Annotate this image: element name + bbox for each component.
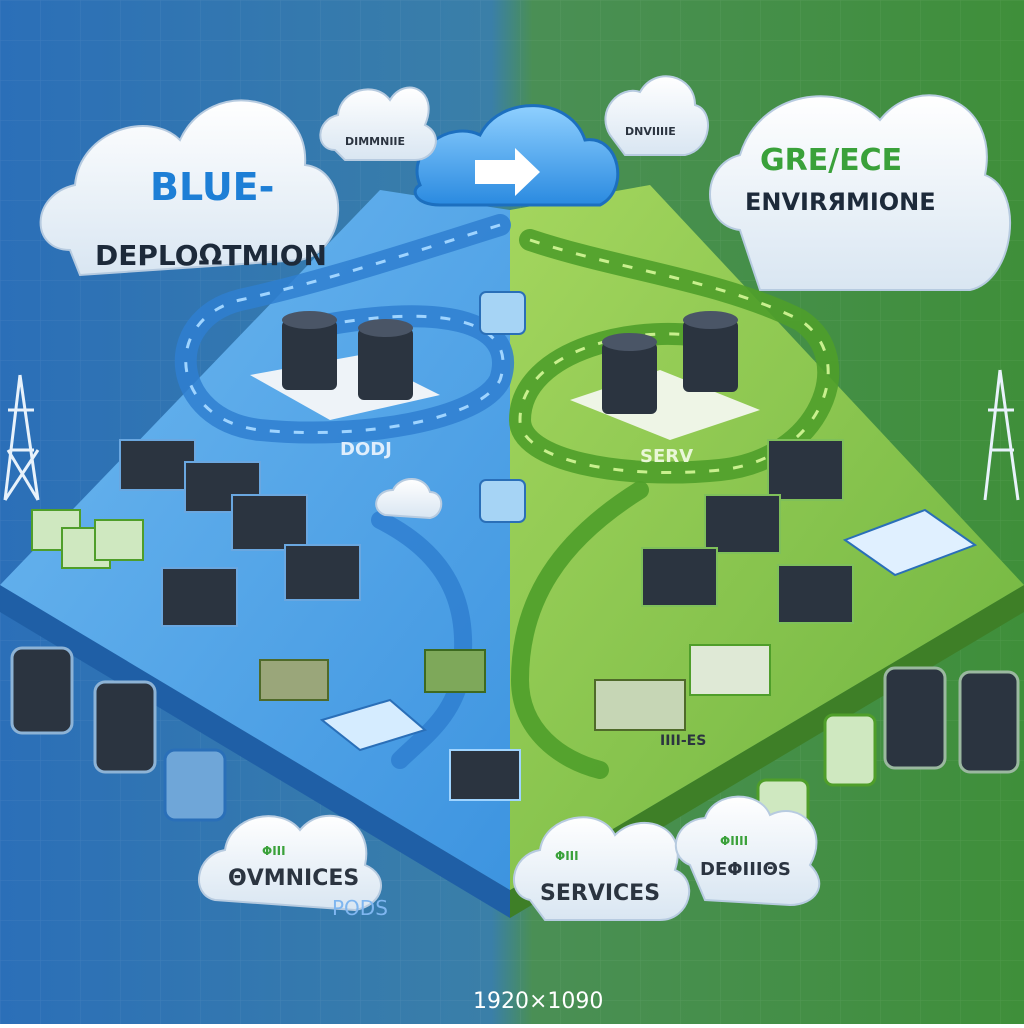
bottom-cloud-right-line1: ΦIIII [720,834,748,848]
switch-arrow-icon [475,148,540,196]
bottom-cloud-right-line2: DEΦIIIΘS [700,859,791,880]
database-icon [602,333,657,414]
green-pods [594,644,771,731]
blue-database-cluster [250,311,440,420]
bottom-cloud-right [674,795,821,907]
database-icon [358,319,413,400]
resolution-label: 1920×1090 [473,989,603,1014]
small-cloud-top-right-label: DNVIIIIE [625,125,676,138]
small-cloud-top-left-label: DIMMNIIE [345,135,405,148]
database-icon [683,311,738,392]
load-balancer-icon [449,749,521,801]
bottom-cloud-left-line2: ΘVMNICES [228,866,359,891]
database-icon [282,311,337,390]
pylon-icon [983,369,1020,501]
pods-label: PODS [332,896,388,920]
green-environment-cloud [709,94,1012,291]
green-server-rack [641,439,854,624]
pylon-icon [3,374,40,501]
green-dashboard-panel [842,508,978,577]
blue-environment-title: BLUE- [150,165,274,209]
blue-server-rack [119,439,361,627]
green-environment-title: GRE/ECE [760,143,902,178]
switch-cloud [413,104,620,207]
small-cloud-top-right [604,75,709,156]
bottom-cloud-left-line1: ΦIII [262,844,286,858]
green-bottom-label: IIII-ES [660,733,706,749]
bottom-cloud-middle [513,816,691,921]
blue-environment-cloud [39,99,340,277]
blue-loop-label: DODJ [340,439,392,460]
bottom-cloud-left [198,814,382,912]
green-environment-subtitle: ENVIRЯMIONE [745,188,936,216]
blue-dashboard-panel [319,698,428,752]
blue-environment-subtitle: DEPLOΩTMION [95,239,327,272]
blue-pods [31,509,486,701]
gateway-icon [479,291,526,335]
green-loop-label: SERV [640,446,693,467]
small-cloud-center [375,478,443,520]
blue-storage-towers [10,646,227,822]
green-traffic-path [508,229,840,779]
bottom-cloud-middle-line2: SERVICES [540,881,660,906]
gateway-icon [479,479,526,523]
green-storage-towers [756,666,1020,837]
small-cloud-top-left [319,86,437,161]
bottom-cloud-middle-line1: ΦIII [555,849,579,863]
green-database-cluster [570,311,760,440]
